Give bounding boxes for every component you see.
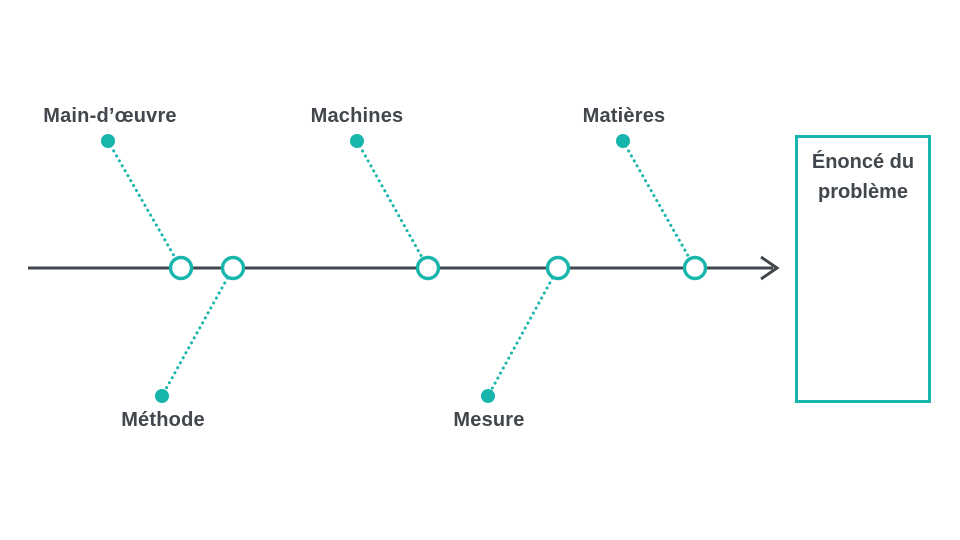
endpoint-dot-machines <box>350 134 364 148</box>
node-circle-matieres <box>682 255 708 281</box>
endpoint-dot-methode <box>155 389 169 403</box>
branch-line-machines <box>355 139 430 270</box>
branch-line-methode <box>160 266 235 398</box>
node-circle-mesure <box>545 255 571 281</box>
endpoint-dot-matieres <box>616 134 630 148</box>
node-circle-main-doeuvre <box>168 255 194 281</box>
endpoint-dot-main-doeuvre <box>101 134 115 148</box>
branch-line-main-doeuvre <box>106 139 183 270</box>
problem-statement-label: Énoncé du problème <box>811 151 915 203</box>
branch-label-machines: Machines <box>310 105 404 127</box>
branch-label-matieres: Matières <box>582 105 666 127</box>
branch-line-mesure <box>486 266 560 398</box>
branch-label-main-doeuvre: Main-d’œuvre <box>43 105 177 127</box>
branch-label-mesure: Mesure <box>453 409 525 431</box>
arrow-head-icon <box>760 255 780 281</box>
branch-label-methode: Méthode <box>121 409 205 431</box>
node-circle-methode <box>220 255 246 281</box>
problem-statement-box: Énoncé du problème <box>795 135 931 403</box>
node-circle-machines <box>415 255 441 281</box>
endpoint-dot-mesure <box>481 389 495 403</box>
branch-line-matieres <box>621 139 697 270</box>
